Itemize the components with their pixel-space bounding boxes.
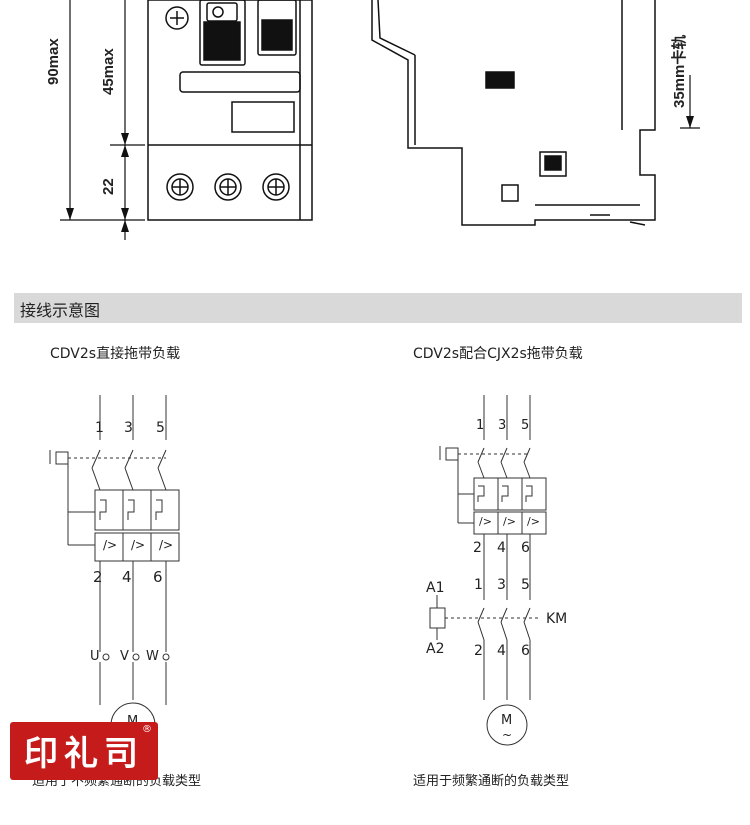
dimension-drawing <box>60 0 700 240</box>
right-terminal-5: 5 <box>521 418 530 433</box>
dimension-90max: 90max <box>45 38 62 85</box>
motor-terminal-v: V <box>120 649 129 664</box>
right-terminal-3: 3 <box>498 418 507 433</box>
contactor-in-5: 5 <box>521 577 530 593</box>
contactor-out-4: 4 <box>497 643 506 659</box>
right-relay-mark-2: /> <box>503 515 516 528</box>
km-label: KM <box>546 611 568 627</box>
left-diagram-subtitle: CDV2s直接拖带负载 <box>50 346 181 362</box>
right-motor-label: M <box>501 713 513 728</box>
left-relay-mark-1: /> <box>103 538 118 552</box>
left-aux-contact-icon <box>49 450 69 465</box>
right-diagram-caption: 适用于频繁通断的负载类型 <box>413 774 570 789</box>
right-terminal-4: 4 <box>497 540 506 556</box>
left-terminal-6: 6 <box>153 568 163 586</box>
left-terminal-1: 1 <box>95 420 104 436</box>
motor-terminal-u: U <box>90 649 100 664</box>
contactor-in-3: 3 <box>497 577 506 593</box>
left-relay-mark-3: /> <box>159 538 174 552</box>
right-relay-mark-1: /> <box>479 515 492 528</box>
adjust-screw-icon <box>165 6 189 30</box>
dimension-45max: 45max <box>100 48 117 95</box>
right-aux-contact-icon <box>439 446 459 461</box>
right-terminal-1: 1 <box>476 418 485 433</box>
right-motor-tilde: ~ <box>502 728 513 742</box>
contactor-in-1: 1 <box>474 577 483 593</box>
left-terminal-2: 2 <box>93 568 103 586</box>
stamp-text: 印礼司 <box>24 734 144 774</box>
motor-terminal-w: W <box>146 649 159 664</box>
contactor-out-2: 2 <box>474 643 483 659</box>
stamp-registered-mark: ® <box>142 724 152 735</box>
left-terminal-4: 4 <box>122 568 132 586</box>
left-terminal-3: 3 <box>124 420 133 436</box>
left-motor-label: M <box>127 714 138 729</box>
coil-a2-label: A2 <box>426 641 445 657</box>
brand-stamp-logo: 印礼司 ® <box>10 722 158 780</box>
coil-a1-label: A1 <box>426 580 445 596</box>
left-relay-mark-2: /> <box>131 538 146 552</box>
right-terminal-2: 2 <box>473 540 482 556</box>
dimension-22: 22 <box>100 178 117 195</box>
dimension-rail: 35mm卡轨 <box>671 34 688 108</box>
section-header <box>14 293 742 323</box>
right-diagram-subtitle: CDV2s配合CJX2s拖带负载 <box>413 346 583 362</box>
section-title: 接线示意图 <box>20 301 101 320</box>
right-terminal-6: 6 <box>521 540 530 556</box>
contactor-out-6: 6 <box>521 643 530 659</box>
left-terminal-5: 5 <box>156 420 165 436</box>
right-relay-mark-3: /> <box>527 515 540 528</box>
terminal-screw-icons <box>166 173 290 201</box>
